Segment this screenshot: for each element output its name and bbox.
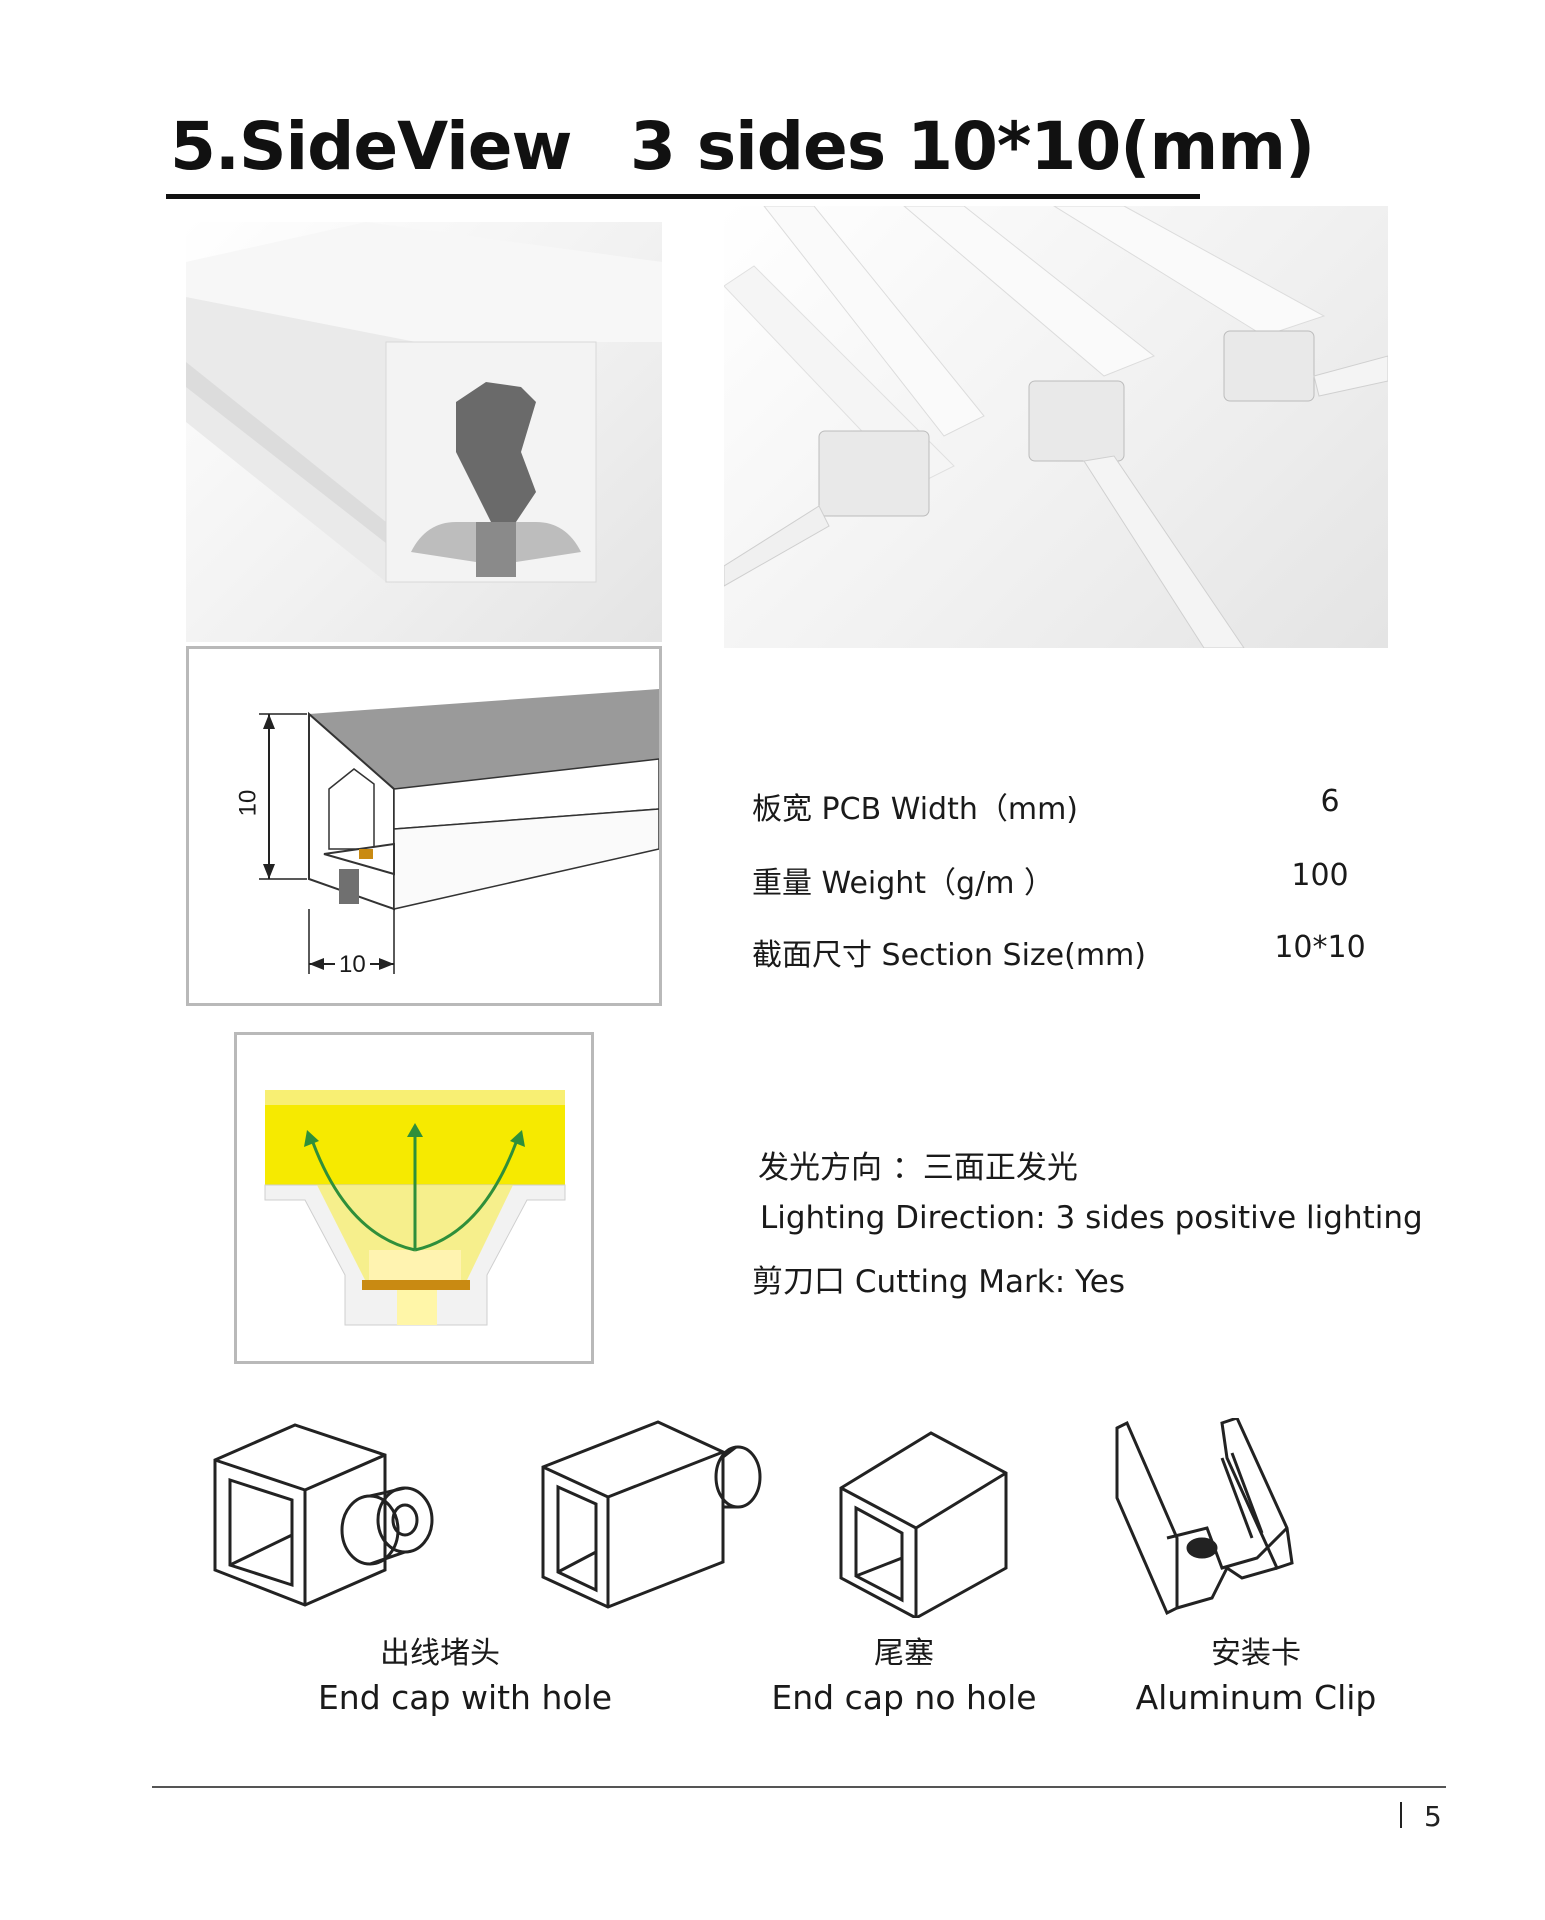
cutting-mark: 剪刀口 Cutting Mark: Yes [752,1264,1126,1300]
lighting-diagram [234,1032,594,1364]
accessory-en-end-cap-with-hole: End cap with hole [317,1678,613,1717]
spec-label-weight: 重量 Weight（g/m ） [752,866,1054,901]
spec-value-section-size: 10*10 [1274,930,1366,965]
accessory-en-end-cap-no-hole: End cap no hole [771,1678,1037,1717]
accessory-cn-end-cap-no-hole: 尾塞 [874,1636,934,1671]
spec-value-weight: 100 [1291,858,1349,893]
section-subtitle: 3 sides 10*10(mm) [630,108,1315,185]
profile-closeup-photo [186,222,662,642]
width-dimension-label: 10 [335,951,370,979]
title-underline [166,194,1200,199]
page-number-bar [1400,1802,1402,1828]
accessory-cn-end-cap-with-hole: 出线堵头 [380,1636,500,1671]
footer-rule [152,1786,1446,1788]
height-dimension-label: 10 [234,789,262,817]
spec-value-pcb-width: 6 [1320,784,1340,819]
section-title: 5.SideView [170,108,572,185]
aluminum-clip-icon [1112,1416,1312,1622]
dimension-drawing: 10 10 [186,646,662,1006]
lighting-direction-cn: 发光方向 ：三面正发光 [758,1150,1078,1186]
spec-label-section-size: 截面尺寸 Section Size(mm) [752,938,1146,973]
page-number: 5 [1424,1800,1442,1833]
page-title: 5.SideView 3 sides 10*10(mm) [170,108,1315,185]
end-cap-no-hole-icon [836,1428,1016,1622]
spec-label-pcb-width: 板宽 PCB Width（mm) [752,792,1079,827]
accessory-cn-aluminum-clip: 安装卡 [1211,1636,1301,1671]
accessory-en-aluminum-clip: Aluminum Clip [1135,1678,1377,1717]
end-caps-photo [723,205,1389,649]
end-cap-with-hole-icon [210,1420,450,1614]
lighting-direction-en: Lighting Direction: 3 sides positive lig… [760,1200,1423,1236]
end-cap-with-hole-alt-icon [538,1412,768,1616]
